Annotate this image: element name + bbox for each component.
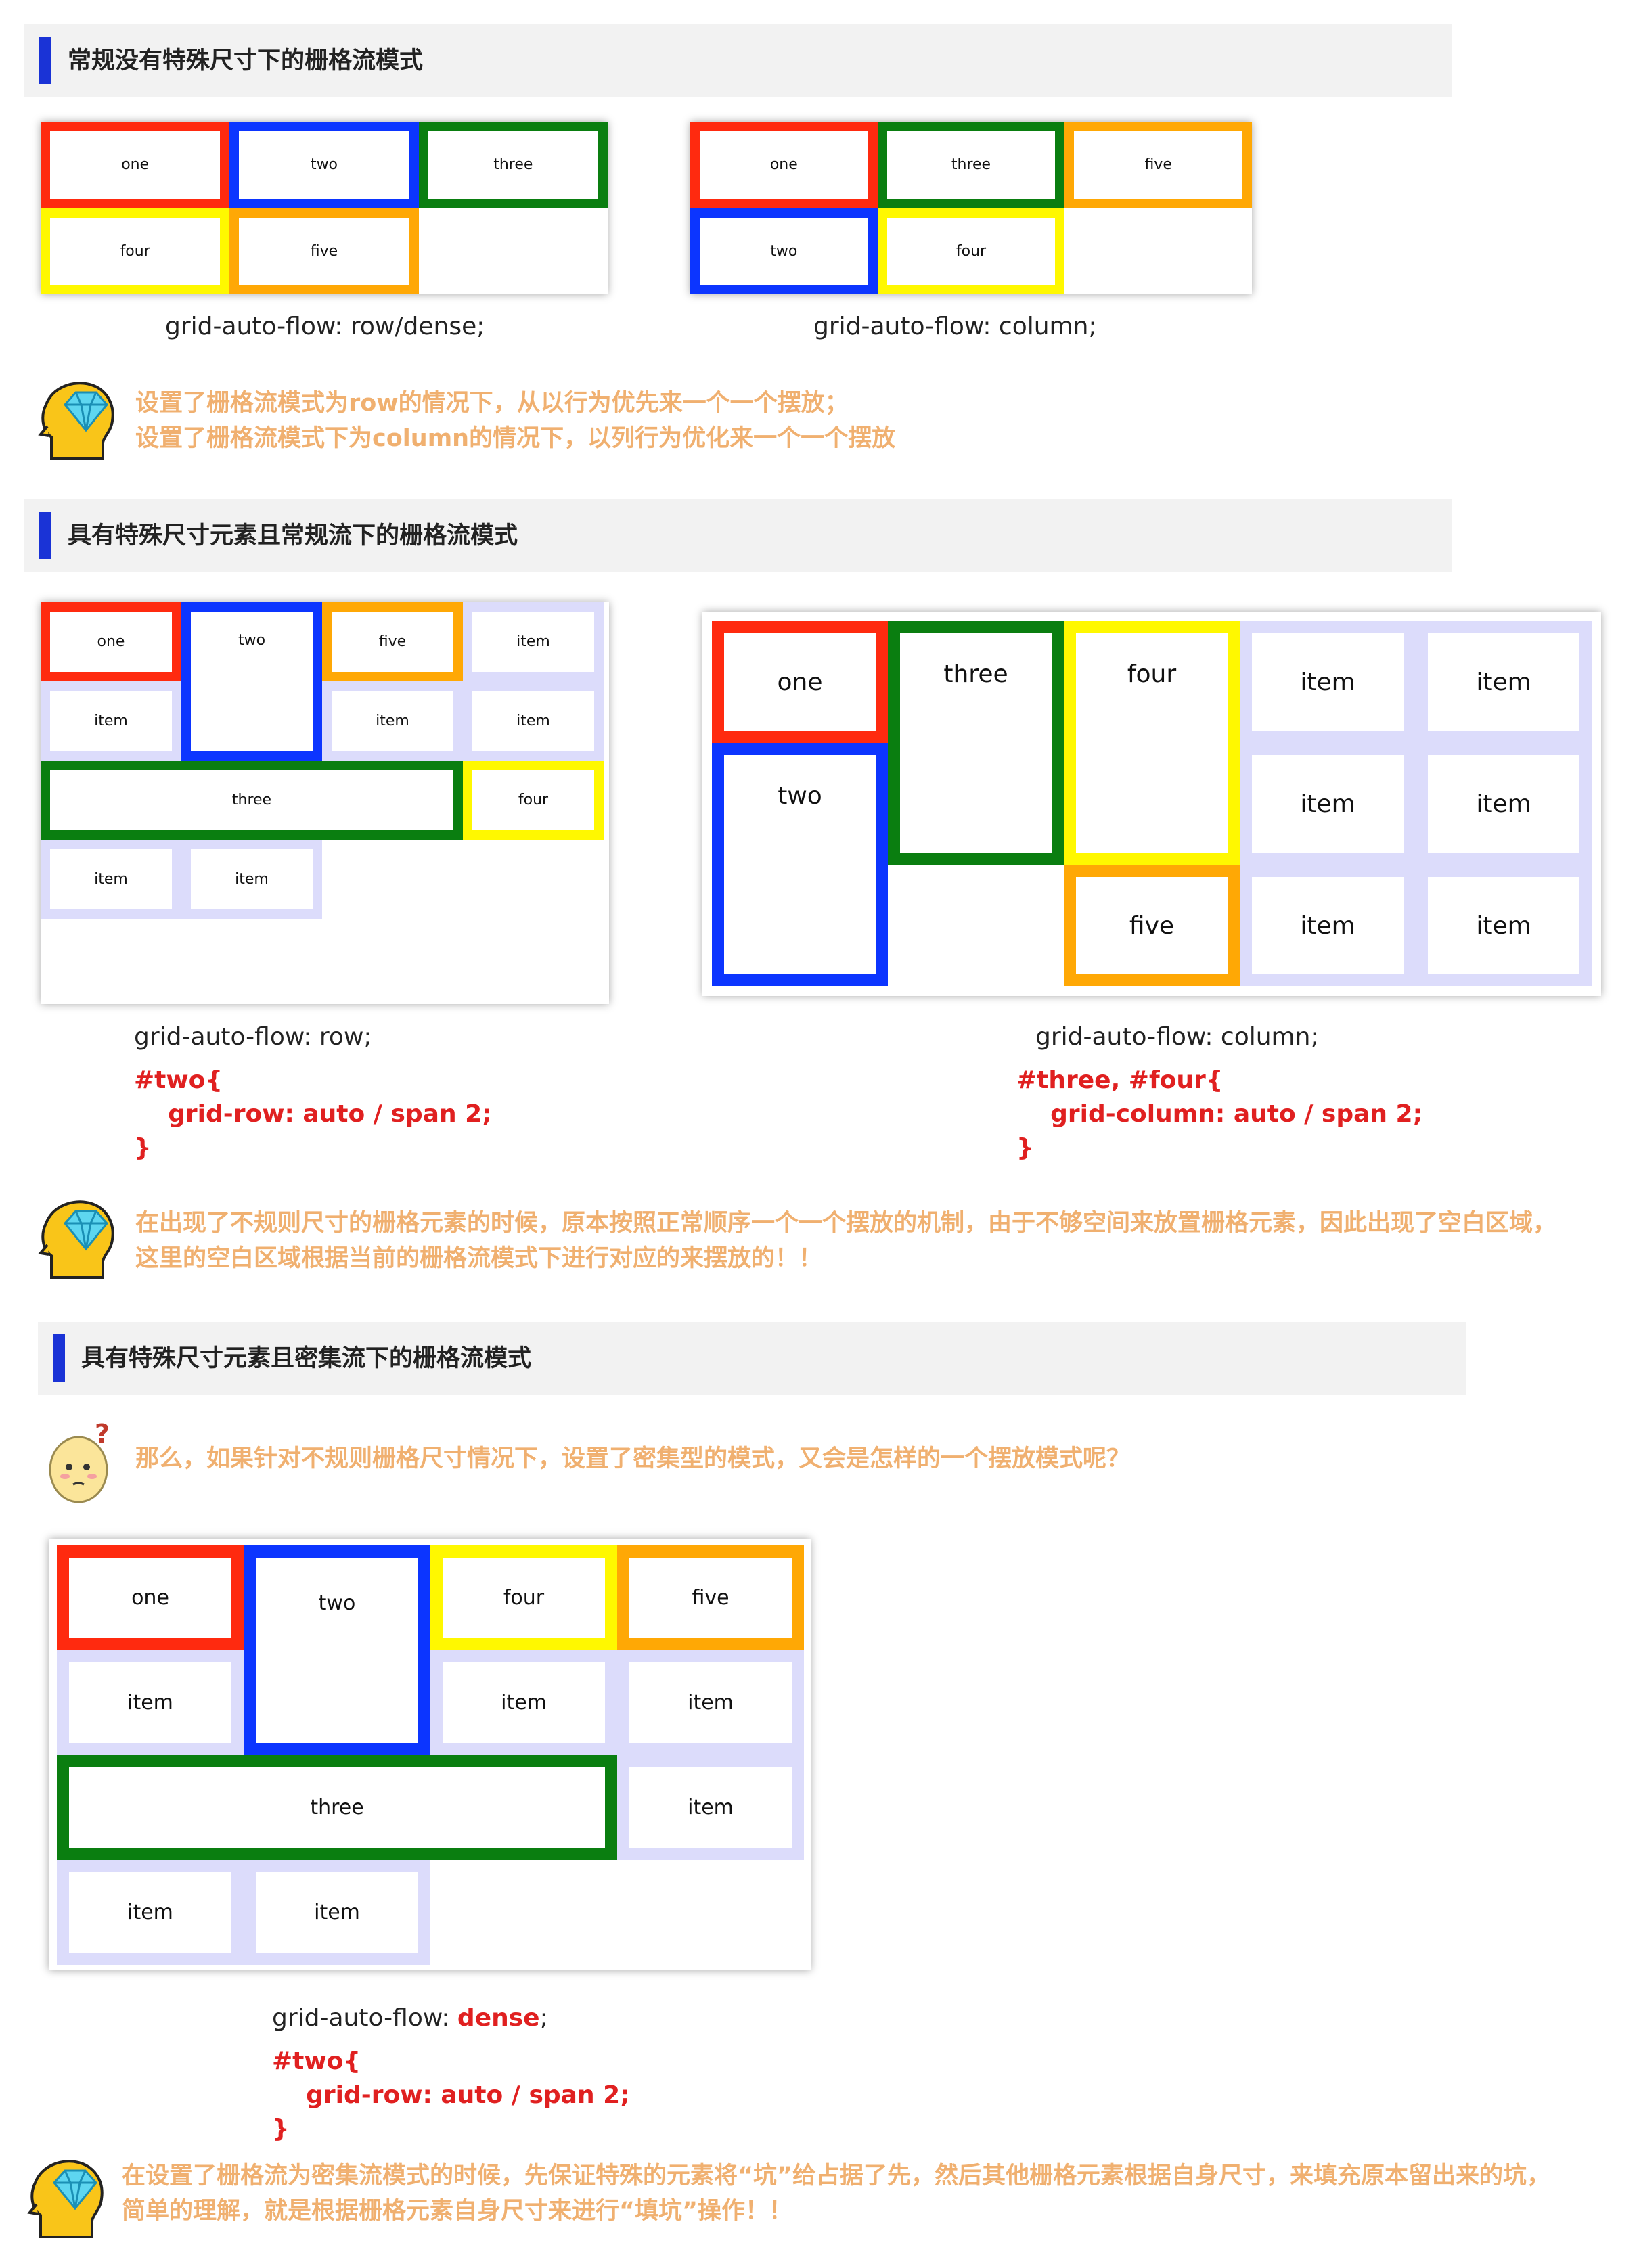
section-title: 具有特殊尺寸元素且常规流下的栅格流模式 [68, 522, 518, 549]
grid-item-filler: item [617, 1650, 804, 1755]
tip-text-4a: 在设置了栅格流为密集流模式的时候，先保证特殊的元素将“坑”给占据了先，然后其他栅… [122, 2162, 1551, 2190]
section-header-3: 具有特殊尺寸元素且密集流下的栅格流模式 [38, 1322, 1466, 1395]
grid-item-filler: item [181, 840, 322, 919]
section-accent-bar [39, 37, 51, 84]
dense-value: dense [457, 2004, 540, 2032]
grid-item-four: four [463, 761, 604, 840]
grid-item-four: four [1064, 621, 1240, 865]
code-line: #three, #four{ [1016, 1066, 1223, 1094]
grid-item-three: three [877, 122, 1065, 208]
grid-item-two: two [244, 1545, 430, 1755]
grid-item-four: four [877, 208, 1065, 294]
grid-item-two: two [712, 743, 888, 986]
tip-text-4b: 简单的理解，就是根据栅格元素自身尺寸来进行“填坑”操作！！ [122, 2198, 793, 2225]
grid-item-filler: item [1416, 865, 1592, 986]
grid-item-five: five [322, 602, 463, 681]
grid-item-filler: item [617, 1755, 804, 1860]
grid-demo-column-span: one two three four five item item item i… [702, 612, 1601, 996]
grid-item-filler: item [57, 1860, 244, 1965]
section-header-2: 具有特殊尺寸元素且常规流下的栅格流模式 [24, 499, 1452, 572]
grid-item-three: three [418, 122, 608, 208]
grid-item-three: three [57, 1755, 617, 1860]
grid-item-four: four [430, 1545, 617, 1650]
grid-item-filler: item [463, 681, 604, 761]
grid-item-filler: item [244, 1860, 430, 1965]
grid-item-filler: item [1416, 743, 1592, 865]
diamond-head-icon [38, 1200, 114, 1279]
grid-item-filler: item [1240, 743, 1416, 865]
tip-text-2b: 这里的空白区域根据当前的栅格流模式下进行对应的来摆放的！！ [135, 1245, 823, 1272]
grid-item-four: four [41, 208, 230, 294]
tip-text-1a: 设置了栅格流模式为row的情况下，从以行为优先来一个一个摆放； [135, 390, 849, 417]
grid-demo-row-span: one two three four five item item item i… [41, 602, 609, 1004]
svg-text:?: ? [95, 1420, 110, 1449]
caption-column: grid-auto-flow: column; [1035, 1023, 1319, 1051]
grid-item-five: five [1064, 865, 1240, 986]
grid-item-one: one [57, 1545, 244, 1650]
grid-item-filler: item [430, 1650, 617, 1755]
tip-text-3: 那么，如果针对不规则栅格尺寸情况下，设置了密集型的模式，又会是怎样的一个摆放模式… [135, 1445, 1131, 1472]
grid-item-filler: item [41, 840, 181, 919]
grid-item-filler: item [322, 681, 463, 761]
section-header-1: 常规没有特殊尺寸下的栅格流模式 [24, 24, 1452, 97]
code-line: grid-row: auto / span 2; [272, 2081, 630, 2109]
grid-item-five: five [1064, 122, 1252, 208]
section-accent-bar [53, 1334, 65, 1382]
section-title: 常规没有特殊尺寸下的栅格流模式 [68, 47, 424, 74]
grid-item-two: two [181, 602, 322, 761]
code-line: #two{ [134, 1066, 223, 1094]
grid-item-one: one [41, 122, 230, 208]
code-line: } [272, 2115, 290, 2143]
grid-item-filler: item [463, 602, 604, 681]
code-line: grid-row: auto / span 2; [134, 1100, 492, 1128]
caption-dense: grid-auto-flow: dense; [272, 2004, 548, 2032]
caption-column: grid-auto-flow: column; [813, 313, 1097, 340]
caption-row-dense: grid-auto-flow: row/dense; [165, 313, 485, 340]
grid-item-three: three [41, 761, 463, 840]
grid-item-one: one [690, 122, 878, 208]
grid-demo-column: one two three four five [690, 122, 1252, 294]
grid-item-five: five [617, 1545, 804, 1650]
question-egg-icon: ? [49, 1420, 110, 1503]
diamond-head-icon [38, 382, 114, 460]
section-title: 具有特殊尺寸元素且密集流下的栅格流模式 [81, 1345, 532, 1372]
grid-item-five: five [229, 208, 419, 294]
grid-demo-row-dense: one two three four five [41, 122, 608, 294]
code-line: } [1016, 1134, 1034, 1162]
grid-item-filler: item [57, 1650, 244, 1755]
tip-text-2a: 在出现了不规则尺寸的栅格元素的时候，原本按照正常顺序一个一个摆放的机制，由于不够… [135, 1210, 1557, 1237]
grid-item-three: three [888, 621, 1064, 865]
diamond-head-icon [27, 2160, 104, 2238]
grid-demo-dense: one two four five item item item three i… [49, 1539, 811, 1970]
code-line: } [134, 1134, 152, 1162]
grid-item-two: two [690, 208, 878, 294]
code-line: grid-column: auto / span 2; [1016, 1100, 1422, 1128]
grid-item-filler: item [41, 681, 181, 761]
grid-item-filler: item [1240, 621, 1416, 743]
tip-text-1b: 设置了栅格流模式下为column的情况下，以列行为优化来一个一个摆放 [135, 425, 896, 452]
caption-row: grid-auto-flow: row; [134, 1023, 372, 1051]
code-line: #two{ [272, 2047, 361, 2075]
section-accent-bar [39, 512, 51, 559]
grid-item-two: two [229, 122, 419, 208]
grid-item-filler: item [1416, 621, 1592, 743]
grid-item-one: one [712, 621, 888, 743]
grid-item-filler: item [1240, 865, 1416, 986]
grid-item-one: one [41, 602, 181, 681]
